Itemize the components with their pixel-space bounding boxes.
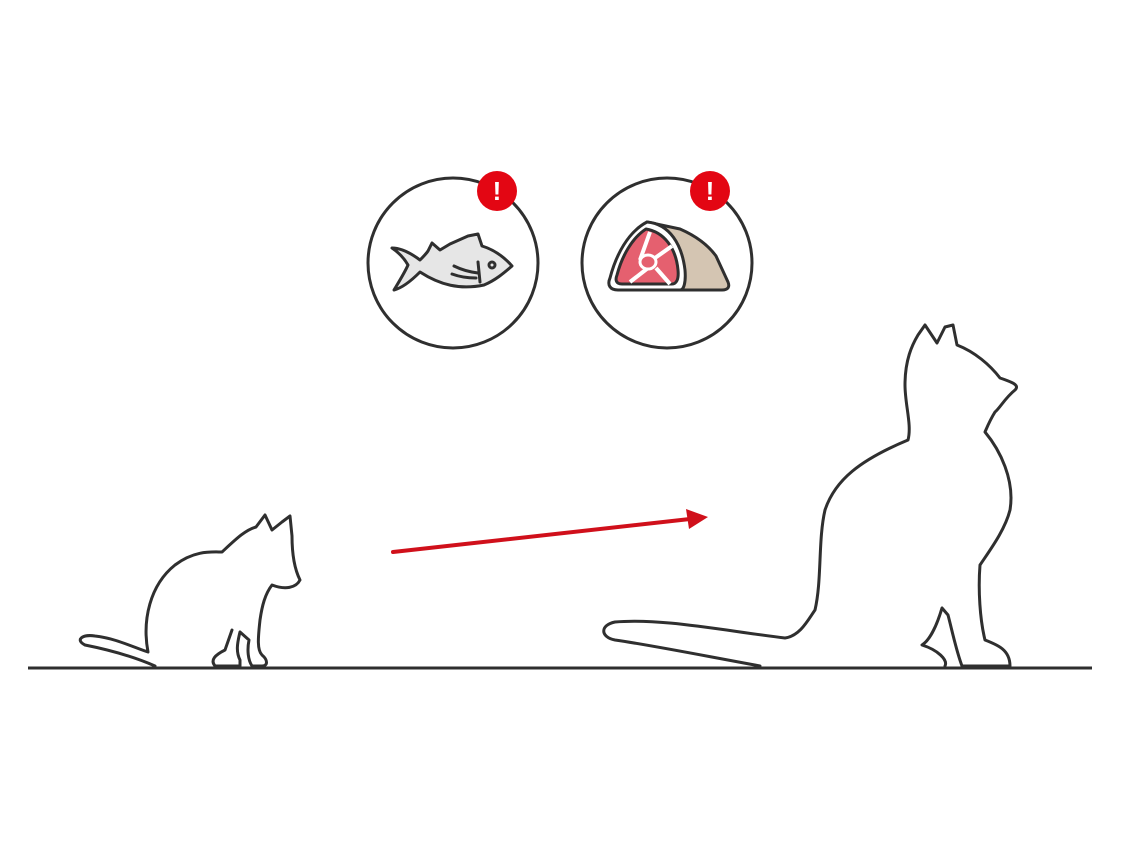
fish-icon xyxy=(390,232,514,292)
fish-food-icon-group: ! xyxy=(366,171,540,350)
alert-badge-text: ! xyxy=(493,176,502,206)
alert-badge xyxy=(477,171,517,211)
growth-arrow xyxy=(391,509,708,554)
alert-badge xyxy=(690,171,730,211)
kitten-silhouette xyxy=(78,513,302,668)
meat-icon xyxy=(607,220,731,292)
adult-cat-silhouette xyxy=(602,323,1018,668)
meat-food-icon-group: ! xyxy=(580,171,754,350)
alert-badge-text: ! xyxy=(706,176,715,206)
